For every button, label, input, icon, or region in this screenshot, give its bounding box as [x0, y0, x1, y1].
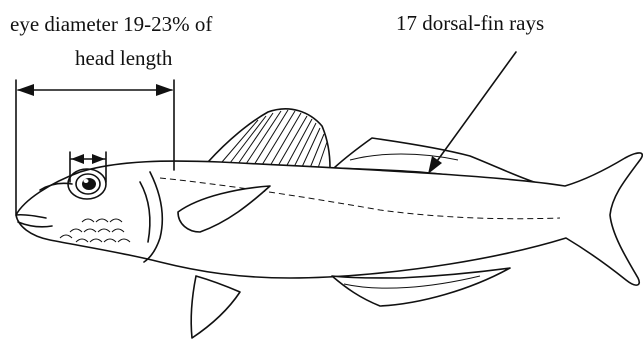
fish-body	[16, 153, 642, 285]
eye-diameter-label-line2: head length	[75, 48, 172, 69]
dorsal-fin-rays-label: 17 dorsal-fin rays	[396, 13, 544, 34]
eye-diameter-label-line1: eye diameter 19-23% of	[10, 14, 212, 35]
first-dorsal-fin	[208, 109, 330, 168]
pelvic-fin	[191, 276, 240, 338]
dorsal-fin-pointer-arrow	[428, 52, 516, 174]
